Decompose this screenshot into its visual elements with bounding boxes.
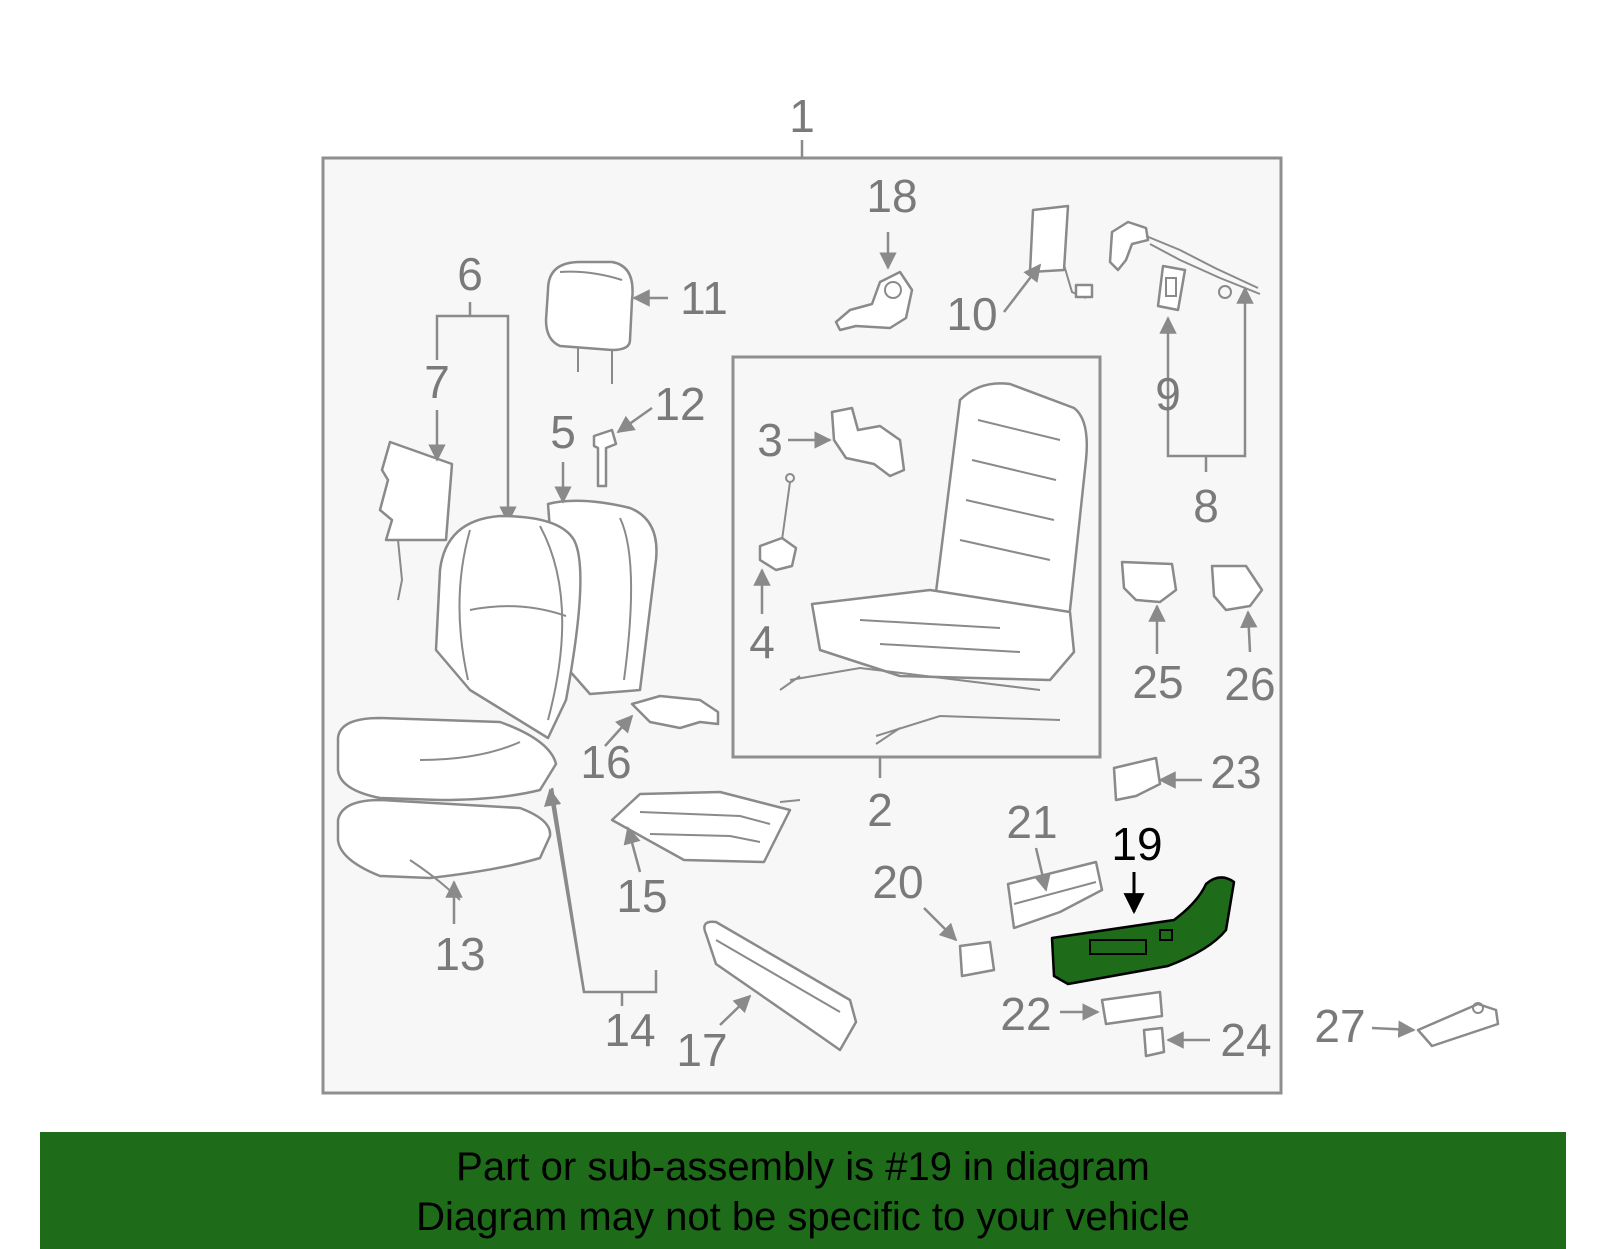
label-9: 9 bbox=[1155, 368, 1181, 420]
part-21-trim-icon bbox=[1006, 860, 1104, 930]
label-26: 26 bbox=[1224, 658, 1275, 710]
label-27: 27 bbox=[1314, 1000, 1365, 1052]
label-17: 17 bbox=[676, 1024, 727, 1076]
part-22-trim-icon bbox=[1100, 990, 1164, 1026]
label-8: 8 bbox=[1193, 480, 1219, 532]
label-12: 12 bbox=[654, 378, 705, 430]
label-7: 7 bbox=[424, 356, 450, 408]
label-13: 13 bbox=[434, 928, 485, 980]
label-14: 14 bbox=[604, 1004, 655, 1056]
part-4-lever-icon bbox=[758, 473, 798, 572]
part-13-cushion-pad-icon bbox=[336, 798, 552, 901]
notice-banner: Part or sub-assembly is #19 in diagram D… bbox=[40, 1132, 1566, 1249]
label-24: 24 bbox=[1220, 1014, 1271, 1066]
label-15: 15 bbox=[616, 870, 667, 922]
label-6: 6 bbox=[457, 248, 483, 300]
label-21: 21 bbox=[1006, 796, 1057, 848]
part-10-sensor-icon bbox=[1028, 204, 1094, 299]
label-20: 20 bbox=[872, 856, 923, 908]
part-18-bracket-icon bbox=[834, 270, 914, 332]
part-17-trim-icon bbox=[703, 920, 858, 1052]
label-3: 3 bbox=[757, 414, 783, 466]
label-5: 5 bbox=[550, 406, 576, 458]
part-14-cushion-cover-icon bbox=[336, 716, 558, 802]
part-20-knob-icon bbox=[958, 940, 996, 978]
notice-line-1: Part or sub-assembly is #19 in diagram bbox=[456, 1145, 1150, 1189]
part-27-trim-icon bbox=[1416, 1002, 1500, 1048]
part-12-guide-icon bbox=[592, 428, 618, 488]
part-6-seatback-cover-icon bbox=[434, 514, 582, 740]
part-7-panel-icon bbox=[378, 440, 454, 601]
label-1: 1 bbox=[789, 90, 815, 142]
label-2: 2 bbox=[867, 784, 893, 836]
label-22: 22 bbox=[1000, 988, 1051, 1040]
part-26-cover-icon bbox=[1210, 564, 1264, 612]
part-24-clip-icon bbox=[1142, 1026, 1166, 1058]
notice-line-2: Diagram may not be specific to your vehi… bbox=[416, 1195, 1190, 1239]
part-9-switch-icon bbox=[1156, 264, 1187, 312]
part-11-headrest-icon bbox=[544, 260, 634, 384]
part-25-cover-icon bbox=[1120, 560, 1178, 604]
label-16: 16 bbox=[580, 736, 631, 788]
label-23: 23 bbox=[1210, 746, 1261, 798]
part-8-harness-icon bbox=[1108, 220, 1261, 299]
part-15-heater-mat-icon bbox=[610, 790, 801, 864]
part-23-bracket-icon bbox=[1112, 756, 1162, 802]
part-2-seat-frame-icon bbox=[779, 382, 1088, 745]
label-25: 25 bbox=[1132, 656, 1183, 708]
label-18: 18 bbox=[866, 170, 917, 222]
label-11: 11 bbox=[680, 272, 728, 324]
part-16-cover-icon bbox=[630, 694, 720, 730]
part-3-bracket-icon bbox=[830, 406, 906, 478]
label-4: 4 bbox=[749, 616, 775, 668]
part-19-highlighted-icon bbox=[1050, 876, 1236, 986]
label-19: 19 bbox=[1111, 818, 1162, 870]
label-10: 10 bbox=[946, 288, 997, 340]
